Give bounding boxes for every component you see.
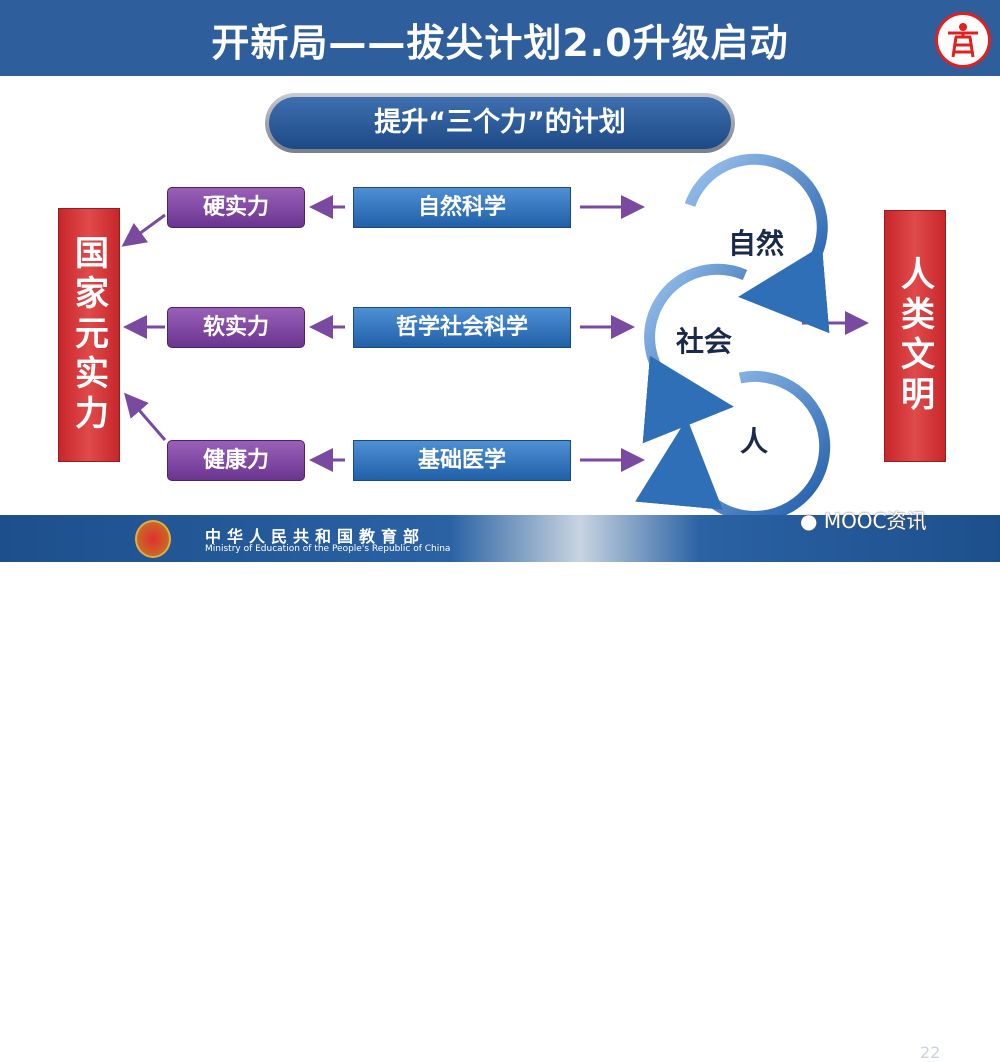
watermark: ● MOOC资讯: [800, 505, 927, 534]
social-science-box: 哲学社会科学: [353, 307, 571, 348]
soft-power-box: 软实力: [167, 307, 305, 348]
natural-science-box: 自然科学: [353, 187, 571, 228]
header-bar: 开新局——拔尖计划2.0升级启动: [0, 0, 1000, 76]
national-strength-box: 国家元实力: [58, 208, 120, 462]
national-emblem-icon: [135, 520, 171, 558]
page-number: 22: [920, 1043, 941, 1062]
ministry-name-en: Ministry of Education of the People's Re…: [205, 544, 451, 554]
cycle-arc-society: [642, 263, 748, 444]
cycle-label-human: 人: [740, 425, 769, 458]
cycle-label-society: 社会: [676, 325, 733, 358]
basic-medicine-box: 基础医学: [353, 440, 571, 481]
human-civilization-box: 人类文明: [884, 210, 946, 462]
subtitle-text: 提升“三个力”的计划: [269, 97, 731, 149]
hard-power-box: 硬实力: [167, 187, 305, 228]
diagram-arrows: [121, 153, 869, 522]
arrow: [121, 213, 166, 247]
subtitle-banner: 提升“三个力”的计划: [265, 93, 735, 153]
health-power-box: 健康力: [167, 440, 305, 481]
wechat-icon: ●: [800, 509, 818, 533]
cycle-arc-human: [635, 370, 831, 522]
cycle-label-nature: 自然: [728, 227, 785, 260]
ministry-name-cn: 中华人民共和国教育部: [205, 527, 426, 546]
cycle-arc-nature: [684, 153, 830, 334]
slide-title: 开新局——拔尖计划2.0升级启动: [211, 21, 789, 65]
watermark-text: MOOC资讯: [823, 509, 927, 533]
arrow: [124, 392, 167, 441]
logo-icon: [935, 12, 991, 68]
footer-bar: 中华人民共和国教育部 Ministry of Education of the …: [0, 515, 1000, 1062]
